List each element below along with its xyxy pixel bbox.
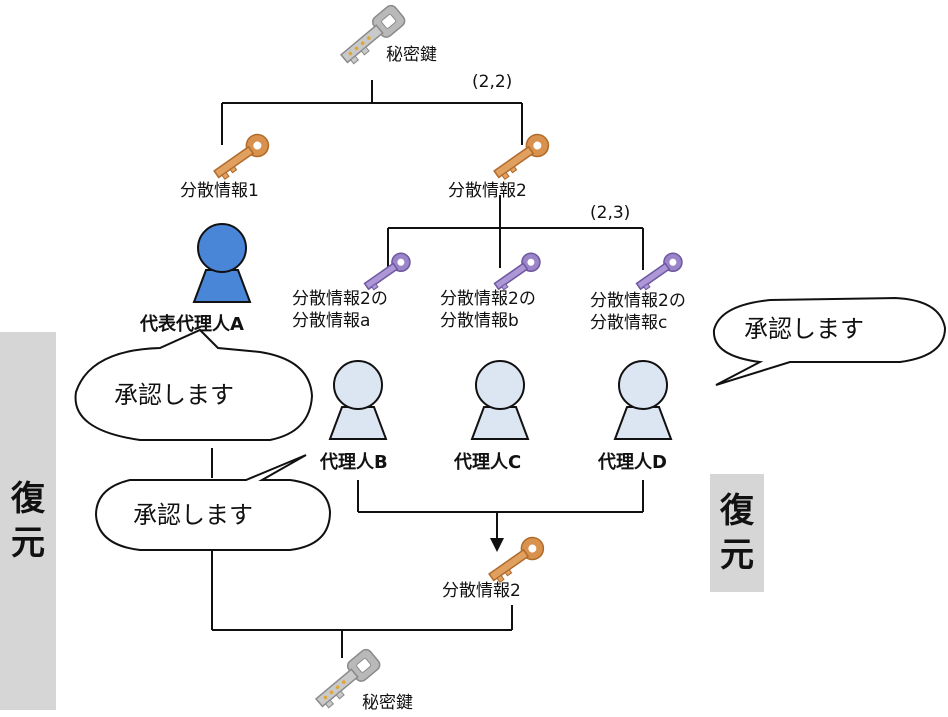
subshare-a-key-icon [363,252,411,291]
secret-key-bottom-icon [314,648,381,709]
bubble-d-shape [712,296,947,386]
secret-key-bottom-label: 秘密鍵 [362,693,413,713]
secret-key-top-label: 秘密鍵 [386,45,437,65]
agent-a-person-icon [192,223,252,303]
subshare-a-label: 分散情報2の 分散情報a [292,289,388,331]
bubble-a-text: 承認します [114,381,234,409]
bubble-a-shape [74,328,314,441]
subshare-c-key-icon [635,252,683,291]
agent-d-person-icon [613,360,673,440]
agent-d-label: 代理人D [598,452,667,473]
restore-right-panel: 復 元 [710,474,764,592]
threshold-top-label: (2,2) [472,72,513,92]
agent-b-person-icon [328,360,388,440]
subshare-b-key-icon [493,252,541,291]
restored-share2-key-icon [488,536,545,583]
bubble-b-text: 承認します [133,501,253,529]
secret-key-top-icon [339,4,406,65]
agent-c-label: 代理人C [454,452,522,473]
agent-b-label: 代理人B [320,452,388,473]
bubble-d-text: 承認します [744,315,864,343]
restored-share2-label: 分散情報2 [442,581,521,601]
restore-left-panel: 復 元 [0,332,56,710]
bubble-b-shape [94,454,332,551]
subshare-b-label: 分散情報2の 分散情報b [440,289,536,331]
share2-key-icon [493,133,550,180]
arrow-head [490,538,504,552]
share1-label: 分散情報1 [180,181,259,201]
subshare-c-label: 分散情報2の 分散情報c [590,291,686,333]
share1-key-icon [213,133,270,180]
agent-a-label: 代表代理人A [140,314,244,335]
share2-label: 分散情報2 [448,181,527,201]
threshold-sub-label: (2,3) [590,203,631,223]
agent-c-person-icon [470,360,530,440]
